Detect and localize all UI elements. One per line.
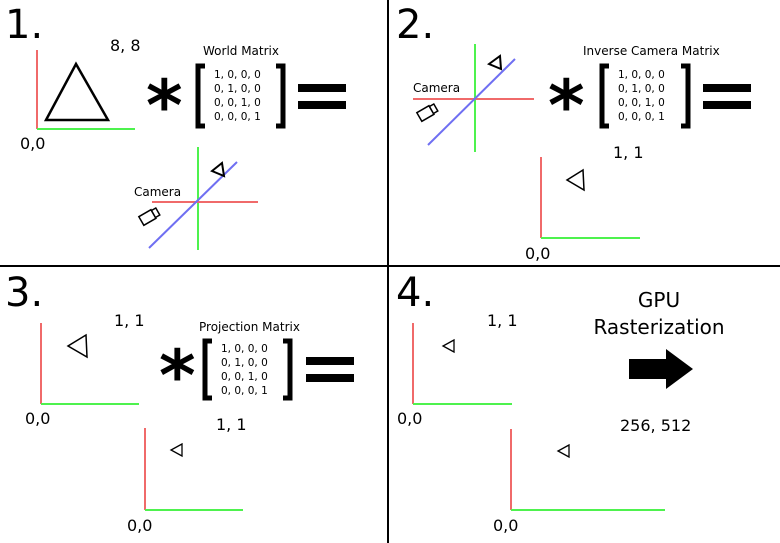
coord-label: 1, 1 [613, 143, 644, 162]
triangle-icon [486, 54, 503, 71]
origin-label: 0,0 [20, 134, 45, 153]
camera-label: Camera [134, 185, 181, 199]
camera-icon [415, 103, 439, 123]
matrix-row: 0, 1, 0, 0 [618, 83, 665, 95]
equals-sign-top [298, 84, 346, 92]
panel-number: 2. [396, 2, 434, 48]
triangle-icon [169, 442, 183, 458]
camera-diagonal-axis [427, 58, 516, 146]
equals-sign-bottom [298, 101, 346, 109]
panel-number: 1. [5, 2, 43, 48]
multiply-sign: * [146, 65, 183, 147]
matrix-left-bracket [195, 63, 205, 129]
matrix-row: 0, 0, 1, 0 [221, 371, 268, 383]
multiply-sign: * [159, 335, 196, 417]
panel-4: 4. 1, 1 0,0 GPU Rasterization 256, 512 0… [396, 270, 725, 535]
matrix-row: 0, 0, 0, 1 [214, 111, 261, 123]
rasterization-label: Rasterization [593, 315, 724, 339]
panel-1: 1. 8, 8 0,0 * World Matrix 1, 0, 0, 0 0,… [5, 2, 346, 250]
matrix-left-bracket [599, 63, 609, 129]
equals-sign-bottom [306, 374, 354, 382]
triangle-icon [441, 338, 455, 354]
panel-number: 3. [5, 270, 43, 316]
origin-label: 0,0 [493, 516, 518, 535]
matrix-left-bracket [202, 338, 212, 401]
matrix-row: 0, 1, 0, 0 [214, 83, 261, 95]
origin-label: 0,0 [525, 244, 550, 263]
triangle-icon [43, 61, 111, 122]
triangle-icon [66, 333, 88, 359]
panel-number: 4. [396, 270, 434, 316]
equals-sign-top [703, 84, 751, 92]
origin-label: 0,0 [25, 409, 50, 428]
coord-label: 1, 1 [487, 311, 518, 330]
coord-label: 8, 8 [110, 36, 141, 55]
matrix-row: 0, 0, 1, 0 [214, 97, 261, 109]
matrix-title: Projection Matrix [199, 320, 300, 334]
camera-icon [137, 207, 161, 227]
panel-3: 3. 1, 1 0,0 * Projection Matrix 1, 0, 0,… [5, 270, 354, 535]
triangle-icon [565, 168, 585, 192]
matrix-right-bracket [283, 338, 293, 401]
matrix-row: 0, 0, 1, 0 [618, 97, 665, 109]
multiply-sign: * [548, 65, 585, 147]
matrix-right-bracket [681, 63, 691, 129]
matrix-row: 1, 0, 0, 0 [618, 69, 665, 81]
origin-label: 0,0 [127, 516, 152, 535]
matrix-title: World Matrix [203, 44, 279, 58]
origin-label: 0,0 [397, 409, 422, 428]
matrix-right-bracket [276, 63, 286, 129]
matrix-row: 0, 1, 0, 0 [221, 357, 268, 369]
equals-sign-top [306, 357, 354, 365]
coord-label: 1, 1 [216, 415, 247, 434]
coord-label: 256, 512 [620, 416, 691, 435]
matrix-title: Inverse Camera Matrix [583, 44, 720, 58]
panel-2: 2. Camera * Inverse Camera Matrix 1, 0, … [396, 2, 751, 263]
triangle-icon [210, 161, 226, 178]
gpu-label: GPU [638, 288, 680, 312]
coord-label: 1, 1 [114, 311, 145, 330]
matrix-row: 0, 0, 0, 1 [618, 111, 665, 123]
equals-sign-bottom [703, 101, 751, 109]
camera-label: Camera [413, 81, 460, 95]
triangle-icon [556, 443, 570, 459]
matrix-row: 0, 0, 0, 1 [221, 385, 268, 397]
matrix-row: 1, 0, 0, 0 [221, 343, 268, 355]
matrix-row: 1, 0, 0, 0 [214, 69, 261, 81]
arrow-right-icon [629, 349, 693, 389]
